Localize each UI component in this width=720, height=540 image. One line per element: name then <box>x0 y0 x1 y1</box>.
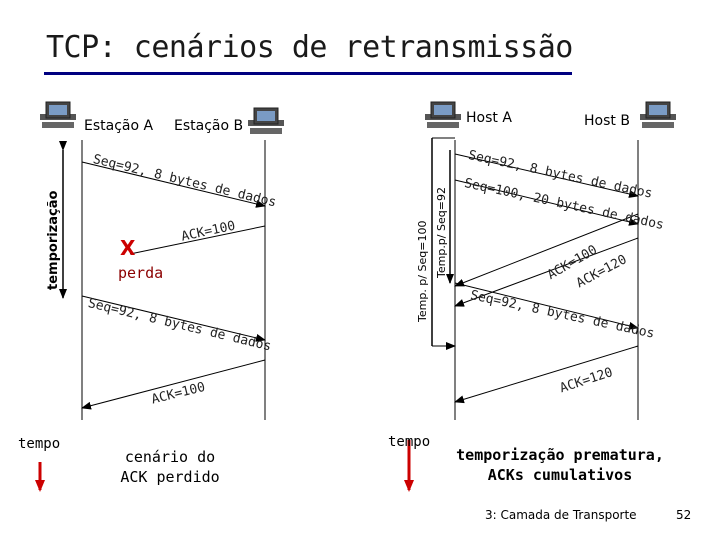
right-ack120-final-arrow <box>454 345 639 404</box>
title-underline <box>44 72 572 75</box>
left-seq92-retransmit-arrow <box>81 295 266 342</box>
right-host-b-computer-icon <box>640 101 676 128</box>
lost-label: perda <box>118 264 164 282</box>
left-ack100-final-arrow <box>81 359 266 410</box>
left-caption-line2: ACK perdido <box>120 468 220 486</box>
left-host-b-computer-icon <box>248 107 284 134</box>
left-seq92-arrow <box>81 161 266 208</box>
right-time-label: tempo <box>388 434 431 450</box>
right-host-a-label: Host A <box>466 110 512 126</box>
right-host-b-label: Host B <box>584 113 630 129</box>
left-time-label: tempo <box>18 436 61 452</box>
right-timeout-seq92-label: Temp.p/ Seq=92 <box>435 187 448 278</box>
right-timeout-seq100-label: Temp. p/ Seq=100 <box>416 220 429 322</box>
right-ack120-arrow <box>454 237 639 307</box>
left-host-a-computer-icon <box>40 101 76 128</box>
left-host-b-label: Estação B <box>174 118 244 134</box>
right-ack100-arrow <box>454 213 639 287</box>
lost-mark-icon: X <box>120 236 136 260</box>
right-caption-line2: ACKs cumulativos <box>487 466 633 484</box>
left-caption-line1: cenário do <box>124 448 216 466</box>
footer-page-number: 52 <box>676 508 692 522</box>
left-ack100-lost-arrow <box>129 225 266 255</box>
left-timeout-label: temporização <box>46 190 61 290</box>
right-seq100-arrow <box>454 179 639 226</box>
page-title: TCP: cenários de retransmissão <box>46 30 573 65</box>
right-caption-line1: temporização prematura, <box>456 446 664 464</box>
right-seq92-retransmit-arrow <box>454 282 639 330</box>
right-host-a-computer-icon <box>425 101 461 128</box>
footer-chapter: 3: Camada de Transporte <box>485 508 637 522</box>
right-seq92-arrow <box>454 153 639 198</box>
left-host-a-label: Estação A <box>84 118 154 134</box>
